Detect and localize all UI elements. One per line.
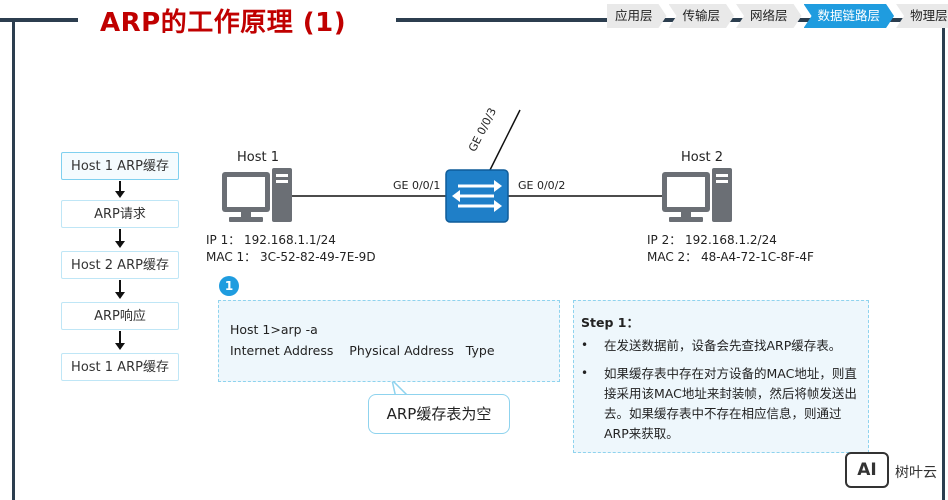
header-rule-right bbox=[396, 18, 944, 22]
host2-mac: MAC 2： 48-A4-72-1C-8F-4F bbox=[647, 250, 814, 264]
host2-pc-icon bbox=[662, 168, 732, 222]
flow-arrow-2 bbox=[119, 229, 121, 242]
host1-pc-icon bbox=[222, 168, 292, 222]
watermark-text: 树叶云 bbox=[895, 465, 937, 481]
bullet-icon: • bbox=[581, 338, 589, 352]
host1-mac: MAC 1： 3C-52-82-49-7E-9D bbox=[206, 250, 376, 264]
flow-arrowhead-2 bbox=[115, 241, 125, 248]
flow-step-2: ARP请求 bbox=[61, 200, 179, 228]
port-label-right: GE 0/0/2 bbox=[518, 179, 566, 192]
flow-step-4: ARP响应 bbox=[61, 302, 179, 330]
flow-step-1: Host 1 ARP缓存 bbox=[61, 152, 179, 180]
slide-title: ARP的工作原理 (1) bbox=[100, 8, 347, 38]
layer-breadcrumb: 应用层 传输层 网络层 数据链路层 物理层 bbox=[607, 4, 948, 28]
flow-arrowhead-4 bbox=[115, 343, 125, 350]
flow-arrowhead-1 bbox=[115, 191, 125, 198]
watermark-logo: AI bbox=[845, 452, 889, 488]
switch-icon bbox=[445, 169, 509, 223]
crumb-network[interactable]: 网络层 bbox=[736, 4, 802, 28]
arp-command: Host 1>arp -a bbox=[230, 322, 318, 337]
flow-arrowhead-3 bbox=[115, 292, 125, 299]
link-switch-uplink bbox=[489, 109, 521, 171]
frame-border-right bbox=[942, 20, 945, 500]
host1-label: Host 1 bbox=[237, 150, 280, 165]
flow-arrow-3 bbox=[119, 280, 121, 293]
bullet-icon: • bbox=[581, 366, 589, 380]
crumb-application[interactable]: 应用层 bbox=[607, 4, 667, 28]
step-title: Step 1： bbox=[581, 315, 639, 330]
crumb-datalink[interactable]: 数据链路层 bbox=[804, 4, 895, 28]
flow-arrow-4 bbox=[119, 331, 121, 344]
arp-table-header: Internet Address Physical Address Type bbox=[230, 343, 495, 358]
crumb-physical[interactable]: 物理层 bbox=[896, 4, 948, 28]
arp-cache-panel bbox=[218, 300, 560, 382]
header-rule-left bbox=[0, 18, 78, 22]
crumb-transport[interactable]: 传输层 bbox=[669, 4, 735, 28]
port-label-left: GE 0/0/1 bbox=[393, 179, 441, 192]
host2-label: Host 2 bbox=[681, 150, 724, 165]
host1-ip: IP 1： 192.168.1.1/24 bbox=[206, 233, 336, 247]
step-item-2: 如果缓存表中存在对方设备的MAC地址，则直接采用该MAC地址来封装帧，然后将帧发… bbox=[604, 366, 857, 441]
step-explanation-panel bbox=[573, 300, 869, 453]
empty-cache-note: ARP缓存表为空 bbox=[368, 394, 510, 434]
flow-step-3: Host 2 ARP缓存 bbox=[61, 251, 179, 279]
frame-border-left bbox=[12, 20, 15, 500]
host2-ip: IP 2： 192.168.1.2/24 bbox=[647, 233, 777, 247]
flow-step-5: Host 1 ARP缓存 bbox=[61, 353, 179, 381]
flow-arrow-1 bbox=[119, 181, 121, 192]
step-number-badge: 1 bbox=[219, 276, 239, 296]
step-item-1: 在发送数据前，设备会先查找ARP缓存表。 bbox=[604, 338, 842, 353]
